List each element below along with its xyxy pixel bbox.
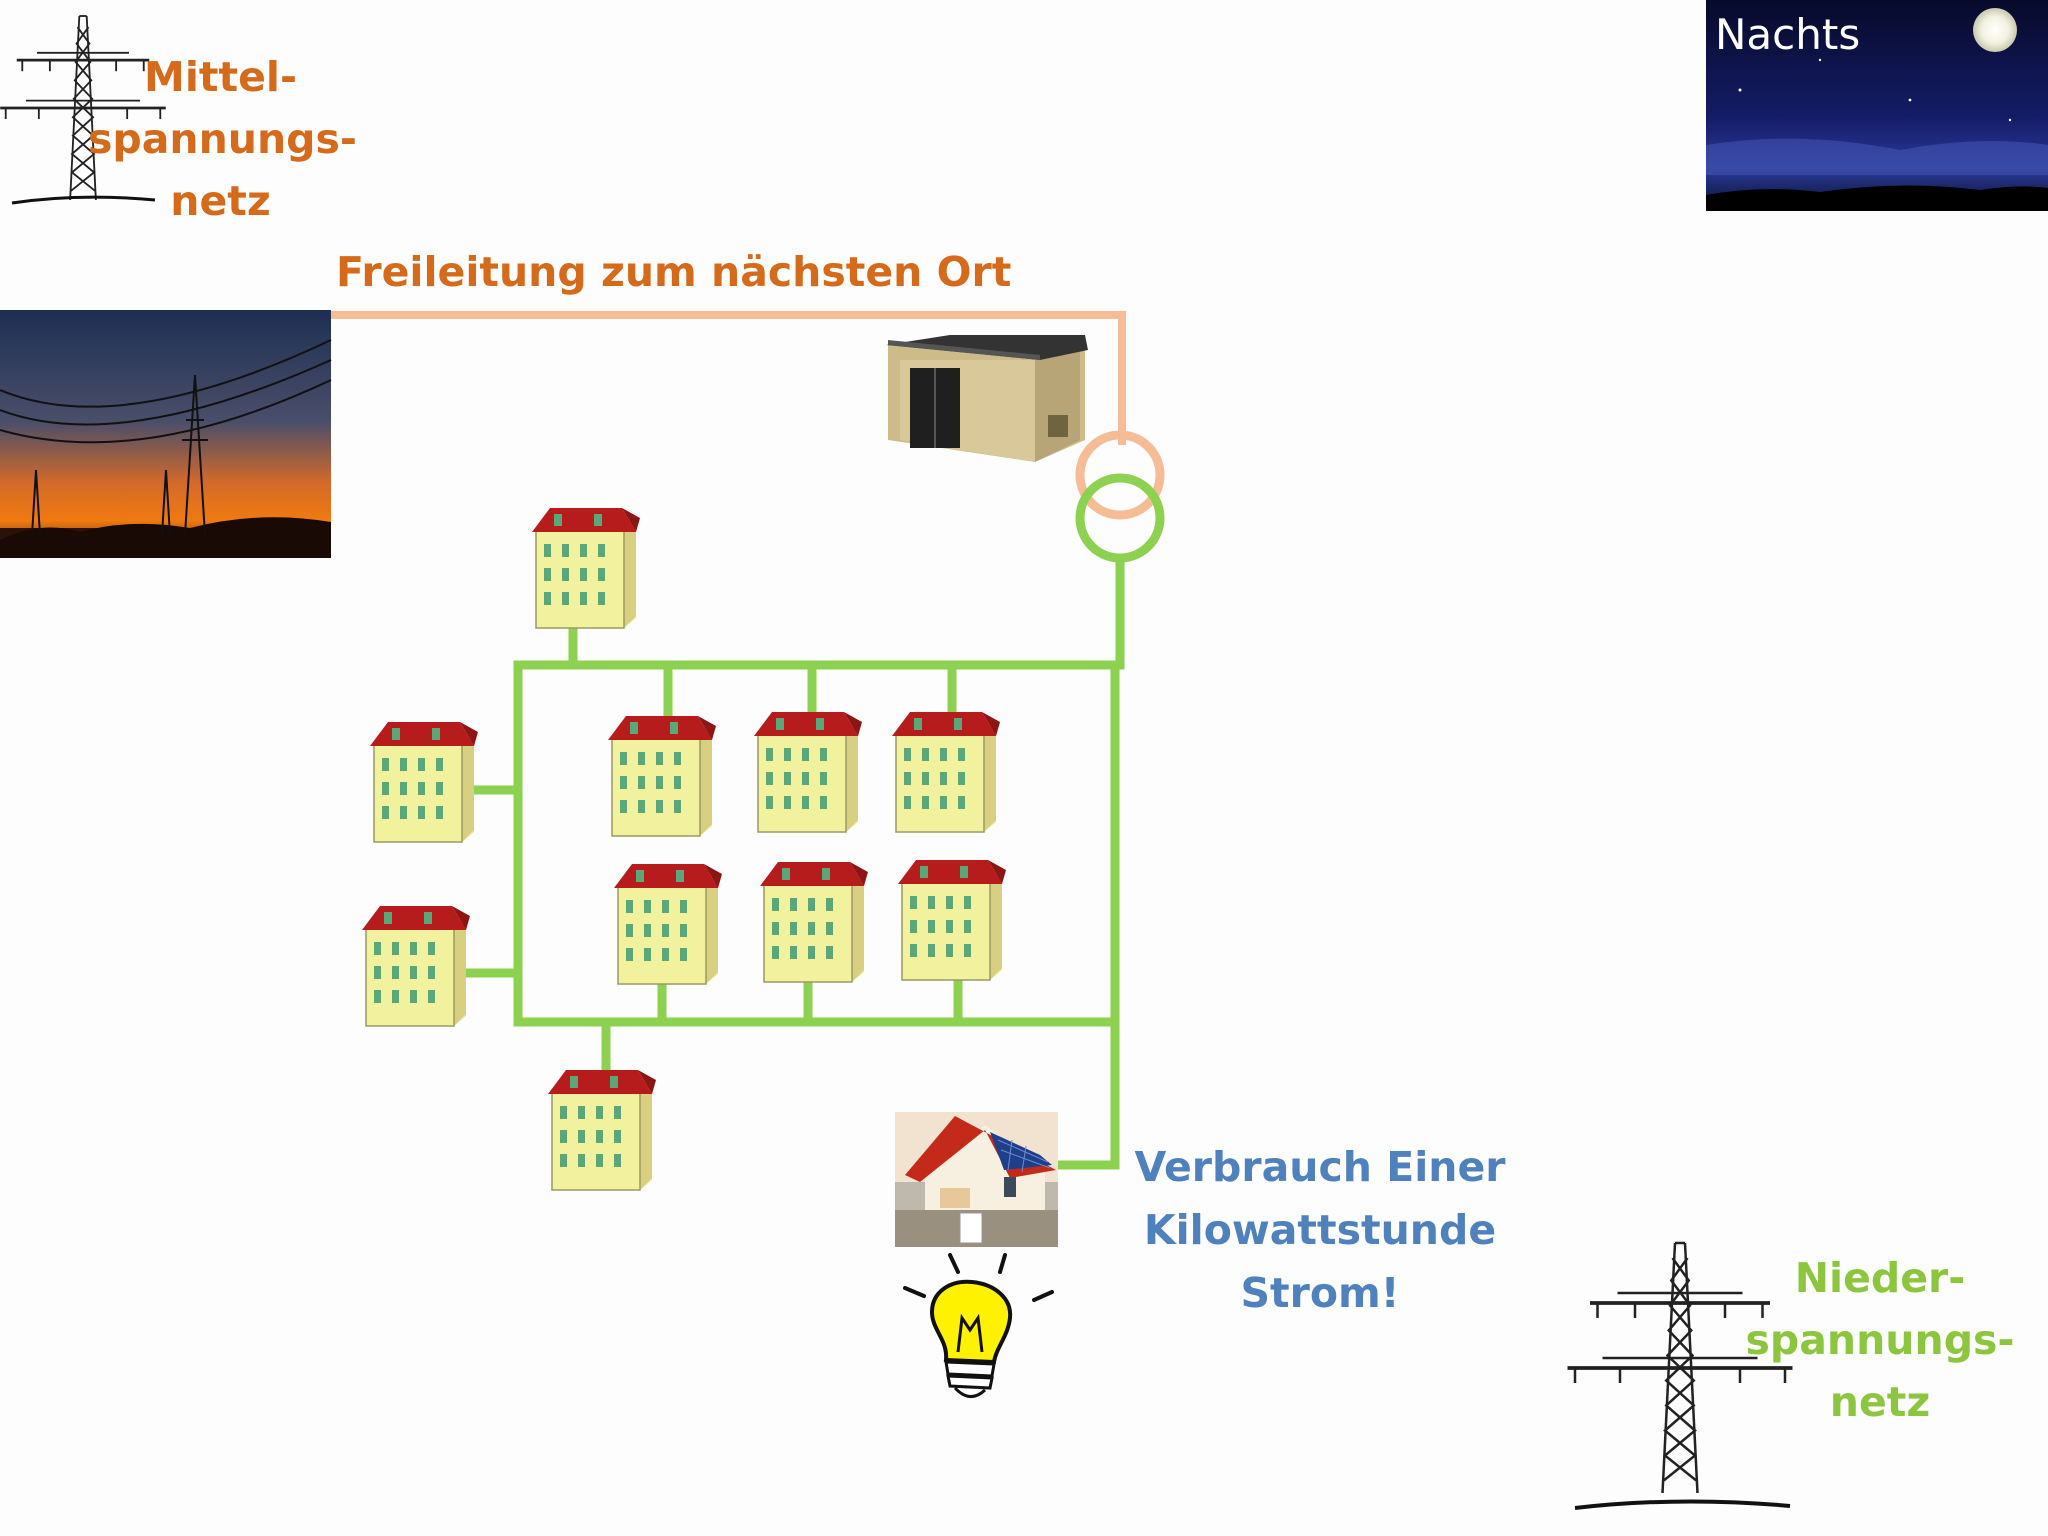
night-sky-photo bbox=[1706, 0, 2048, 211]
apartment-building-icon bbox=[361, 905, 471, 1027]
consumption-label: Verbrauch Einer Kilowattstunde Strom! bbox=[1075, 1136, 1565, 1325]
sunset-power-lines-photo bbox=[0, 310, 332, 558]
ground-line bbox=[1574, 1499, 1791, 1510]
medium-voltage-network-label: Mittel- spannungs- netz bbox=[88, 46, 357, 232]
label-line: netz bbox=[1829, 1378, 1931, 1426]
apartment-building-icon bbox=[753, 711, 863, 833]
apartment-building-icon bbox=[891, 711, 1001, 833]
light-bulb-icon bbox=[903, 1253, 1054, 1398]
moon-icon bbox=[1973, 8, 2017, 52]
label-line: spannungs- bbox=[88, 115, 357, 163]
ground-line bbox=[11, 195, 156, 205]
apartment-building-icon bbox=[547, 1069, 657, 1191]
solar-house-icon bbox=[895, 1112, 1058, 1247]
night-label: Nachts bbox=[1715, 10, 1861, 59]
apartment-building-icon bbox=[607, 715, 717, 837]
label-line: Mittel- bbox=[144, 53, 297, 101]
apartment-building-icon bbox=[613, 863, 723, 985]
medium-voltage-overhead-line bbox=[331, 311, 1126, 445]
low-voltage-network-label: Nieder- spannungs- netz bbox=[1745, 1247, 2015, 1433]
label-line: Nieder- bbox=[1794, 1254, 1966, 1302]
transformer-station-icon bbox=[886, 335, 1088, 462]
label-line: Kilowattstunde Strom! bbox=[1143, 1206, 1497, 1317]
overhead-line-label: Freileitung zum nächsten Ort bbox=[336, 248, 1012, 296]
apartment-building-icon bbox=[531, 507, 641, 629]
apartment-building-icon bbox=[759, 861, 869, 983]
label-line: Verbrauch Einer bbox=[1134, 1143, 1506, 1191]
transformer-symbol-primary-icon bbox=[1075, 430, 1165, 520]
apartment-building-icon bbox=[369, 721, 479, 843]
label-line: spannungs- bbox=[1745, 1316, 2015, 1364]
label-line: netz bbox=[170, 177, 271, 225]
apartment-building-icon bbox=[897, 859, 1007, 981]
low-voltage-network bbox=[461, 553, 1125, 1170]
